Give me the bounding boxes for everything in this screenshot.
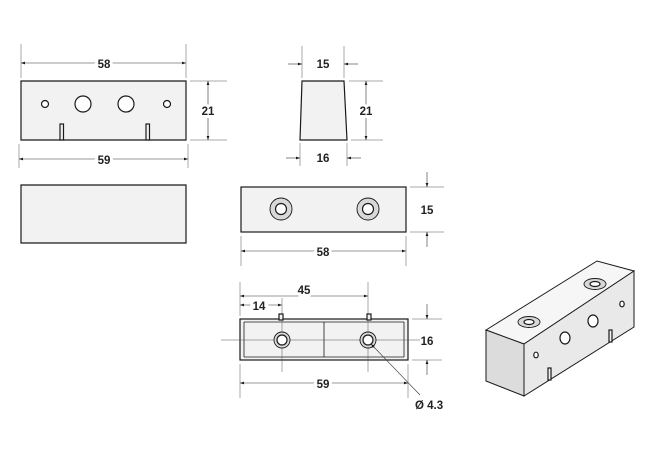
iso-small-hole-left [533, 351, 539, 359]
top-hole-right [361, 202, 375, 216]
iso-top-hole-left [523, 318, 535, 326]
front-pin-right [145, 123, 151, 141]
iso-pin-left [547, 367, 552, 381]
dim-front-height: 21 [202, 106, 215, 118]
isometric-view [484, 260, 636, 397]
dim-bottom-depth: 16 [421, 336, 434, 348]
side-view: 15 21 16 [286, 46, 383, 166]
dim-front-top-width: 58 [98, 59, 111, 71]
dim-top-depth: 15 [421, 205, 434, 217]
top-hole-left [274, 202, 288, 216]
bottom-pin-left [278, 313, 284, 321]
top-view-outline [240, 186, 407, 233]
iso-large-hole-left [559, 331, 571, 345]
dim-side-top-width: 15 [317, 59, 330, 71]
dim-side-bottom-width: 16 [317, 153, 330, 165]
dim-bottom-hole-offset: 14 [253, 301, 266, 313]
dim-front-bottom-width: 59 [98, 155, 111, 167]
dim-hole-diameter: Ø 4.3 [415, 400, 443, 412]
iso-large-hole-right [587, 314, 599, 328]
iso-small-hole-right [619, 300, 625, 308]
iso-end-face [485, 329, 525, 397]
dim-bottom-length: 59 [317, 379, 330, 391]
side-view-outline [299, 80, 348, 141]
dim-top-length: 58 [317, 247, 330, 259]
bottom-pin-right [366, 313, 372, 321]
iso-pin-right [608, 329, 613, 343]
front-view-outline [20, 80, 187, 141]
front-view: 58 21 59 [18, 44, 227, 170]
top-view: 15 58 [240, 172, 444, 266]
bottom-view: 45 14 16 59 Ø 4.3 [221, 282, 443, 412]
dim-side-height: 21 [360, 106, 373, 118]
front-large-hole-left [74, 95, 92, 113]
front-small-hole-right [162, 99, 172, 109]
dim-bottom-hole-spacing: 45 [298, 285, 311, 297]
bottom-hole-left [276, 334, 288, 346]
iso-top-hole-right [589, 280, 601, 288]
rear-view-outline [20, 184, 187, 244]
rear-view [20, 184, 187, 244]
front-small-hole-left [40, 99, 50, 109]
front-large-hole-right [117, 95, 135, 113]
front-pin-left [59, 123, 65, 141]
bottom-hole-right [362, 334, 374, 346]
